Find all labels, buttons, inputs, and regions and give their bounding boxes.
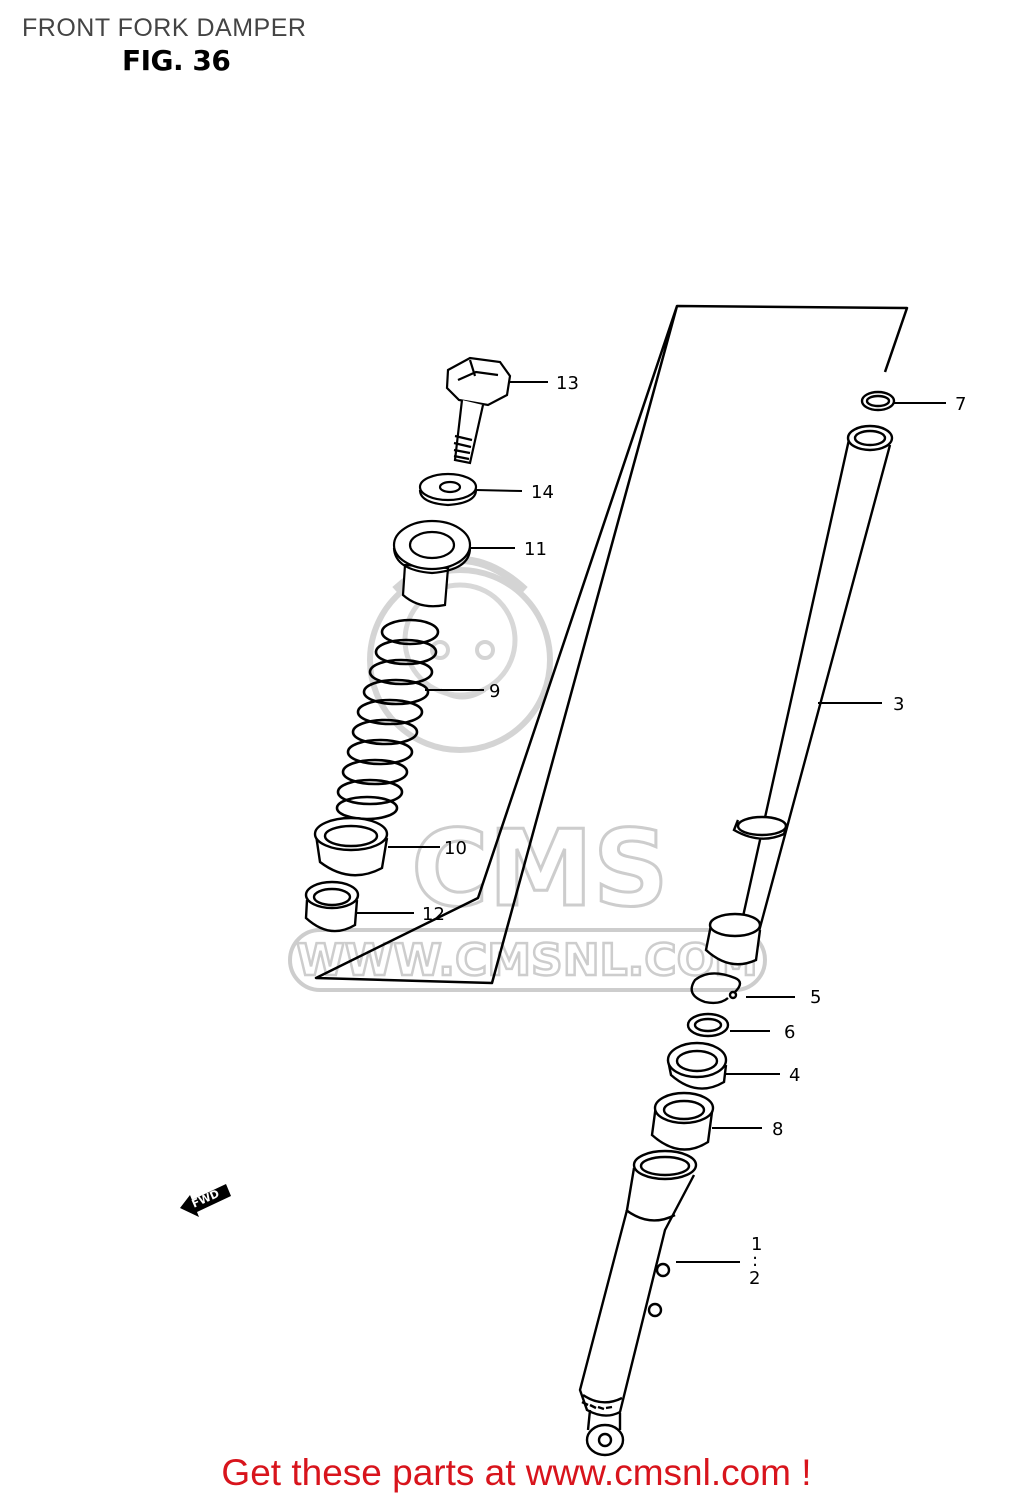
collar-12 xyxy=(304,880,360,933)
callout-8: 8 xyxy=(772,1119,783,1140)
callout-labels: 13 14 11 9 10 12 7 3 5 6 4 8 1 : 2 xyxy=(422,373,966,1289)
washer-6 xyxy=(686,1012,730,1038)
leader-lines xyxy=(357,381,946,1263)
inner-tube-3 xyxy=(704,424,894,966)
bolt-13 xyxy=(445,356,512,465)
spring-9 xyxy=(335,618,440,821)
callout-11: 11 xyxy=(524,539,547,560)
footer-link-text[interactable]: Get these parts at www.cmsnl.com ! xyxy=(221,1452,812,1493)
callout-colon: : xyxy=(752,1250,758,1271)
callout-14: 14 xyxy=(531,482,554,503)
washer-14 xyxy=(418,472,478,507)
callout-7: 7 xyxy=(955,394,966,415)
callout-4: 4 xyxy=(789,1065,800,1086)
callout-12: 12 xyxy=(422,904,445,925)
callout-2: 2 xyxy=(749,1268,760,1289)
spring-seat-11 xyxy=(392,519,472,608)
callout-13: 13 xyxy=(556,373,579,394)
assembly-frame xyxy=(314,304,909,985)
callout-10: 10 xyxy=(444,838,467,859)
circlip-5 xyxy=(690,972,742,1005)
callout-6: 6 xyxy=(784,1022,795,1043)
watermark: CMS WWW.CMSNL.COM xyxy=(288,556,767,992)
callout-1: 1 xyxy=(751,1234,762,1255)
callout-9: 9 xyxy=(489,681,500,702)
outer-tube-1-2 xyxy=(578,1149,698,1457)
callout-5: 5 xyxy=(810,987,821,1008)
callout-3: 3 xyxy=(893,694,904,715)
oil-seal-4 xyxy=(666,1041,728,1090)
cup-10 xyxy=(313,816,389,877)
figure-number: FIG. 36 xyxy=(122,44,231,77)
fwd-arrow-icon: FWD xyxy=(180,1184,231,1217)
ring-7 xyxy=(860,390,896,412)
watermark-url: WWW.CMSNL.COM xyxy=(296,935,758,986)
page-title: FRONT FORK DAMPER xyxy=(22,14,307,42)
bushing-8 xyxy=(650,1091,715,1151)
